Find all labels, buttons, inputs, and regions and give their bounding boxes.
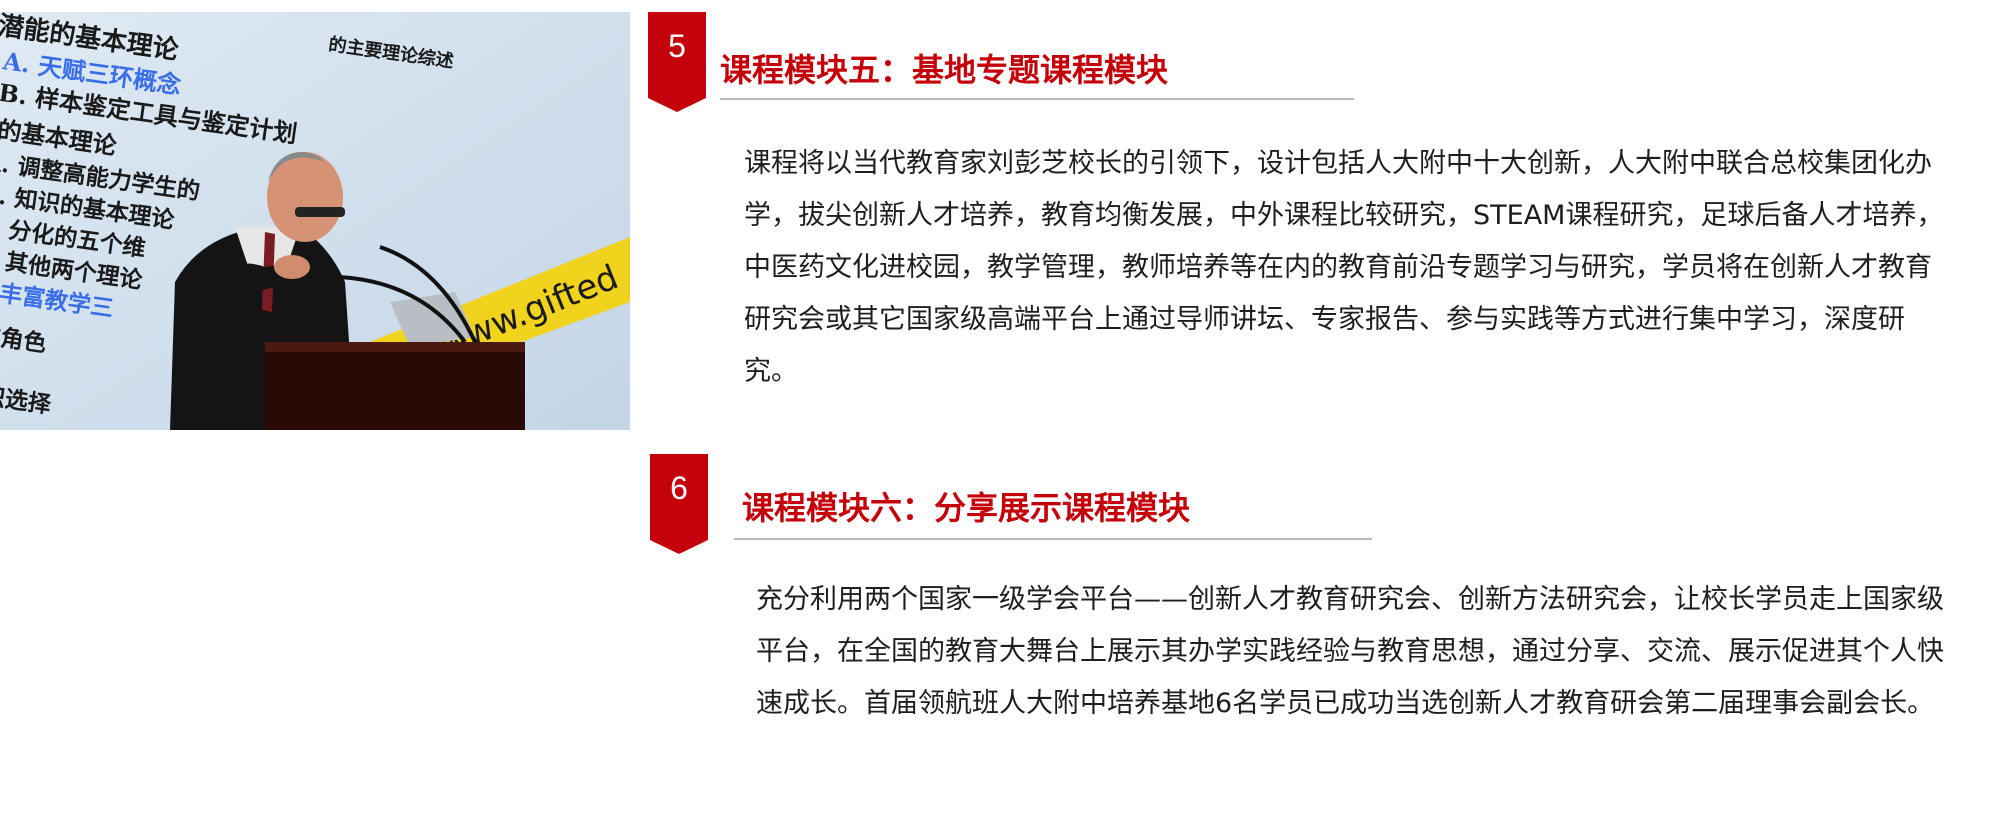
module-number: 6 [670,470,688,506]
microphone [339,275,467,344]
module-title: 课程模块五：基地专题课程模块 [720,51,1169,89]
speaker-photo: 的主要理论综述 潜能的基本理论 A. 天赋三环概念 B. 样本鉴定工具与鉴定计划… [0,12,630,430]
module-description: 课程将以当代教育家刘彭芝校长的引领下，设计包括人大附中十大创新，人大附中联合总校… [744,148,1944,387]
title-divider [720,98,1354,100]
module-title: 课程模块六：分享展示课程模块 [742,489,1191,527]
microphone [379,245,477,343]
module-badge: 5 [648,12,706,112]
podium [265,342,525,430]
module-number: 5 [668,28,686,64]
module-badge: 6 [650,454,708,554]
title-divider [734,538,1372,540]
module-description: 充分利用两个国家一级学会平台——创新人才教育研究会、创新方法研究会，让校长学员走… [756,584,1944,719]
speaker-photo-illustration: 的主要理论综述 潜能的基本理论 A. 天赋三环概念 B. 样本鉴定工具与鉴定计划… [0,12,630,430]
